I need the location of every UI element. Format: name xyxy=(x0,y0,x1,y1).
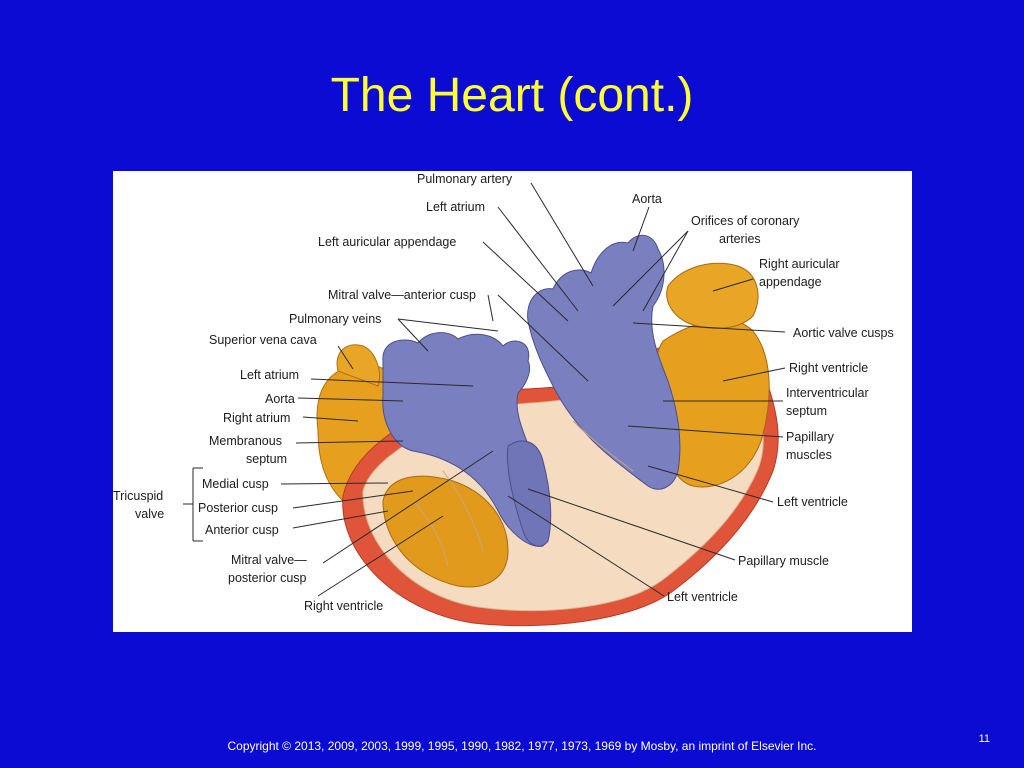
label-orifices-1: Orifices of coronary xyxy=(691,214,800,228)
label-interventricular-1: Interventricular xyxy=(786,386,869,400)
label-left-auricular-appendage: Left auricular appendage xyxy=(318,235,456,249)
label-pulmonary-artery: Pulmonary artery xyxy=(417,172,513,186)
label-aorta-left: Aorta xyxy=(265,392,295,406)
label-papillary-muscle: Papillary muscle xyxy=(738,554,829,568)
labels: Pulmonary artery Left atrium Left auricu… xyxy=(113,172,894,613)
label-interventricular-2: septum xyxy=(786,404,827,418)
copyright-notice: Copyright © 2013, 2009, 2003, 1999, 1995… xyxy=(227,739,817,753)
label-right-auricular-1: Right auricular xyxy=(759,257,840,271)
label-medial-cusp: Medial cusp xyxy=(202,477,269,491)
label-superior-vena-cava: Superior vena cava xyxy=(209,333,317,347)
heart-illustration: Pulmonary artery Left atrium Left auricu… xyxy=(113,172,894,627)
label-mitral-posterior-1: Mitral valve— xyxy=(231,553,307,567)
lower-ventricle-fat xyxy=(382,475,509,588)
label-membranous-1: Membranous xyxy=(209,434,282,448)
label-membranous-2: septum xyxy=(246,452,287,466)
label-orifices-2: arteries xyxy=(719,232,761,246)
superior-vena-cava-shape xyxy=(336,344,380,387)
label-posterior-cusp: Posterior cusp xyxy=(198,501,278,515)
label-left-ventricle-bottom: Left ventricle xyxy=(667,590,738,604)
label-mitral-posterior-2: posterior cusp xyxy=(228,571,307,585)
right-auricle-shape xyxy=(666,262,759,329)
left-atrium-shape xyxy=(382,332,549,547)
label-anterior-cusp: Anterior cusp xyxy=(205,523,279,537)
slide-number: 11 xyxy=(978,733,990,745)
label-papillary-2: muscles xyxy=(786,448,832,462)
label-papillary-1: Papillary xyxy=(786,430,835,444)
label-tricuspid-2: valve xyxy=(135,507,164,521)
label-aortic-valve-cusps: Aortic valve cusps xyxy=(793,326,894,340)
cavity-detail xyxy=(412,420,634,567)
label-left-ventricle-right: Left ventricle xyxy=(777,495,848,509)
heart-drawing xyxy=(316,234,779,627)
label-pulmonary-veins: Pulmonary veins xyxy=(289,312,381,326)
heart-diagram: Pulmonary artery Left atrium Left auricu… xyxy=(113,171,912,632)
leader-lines xyxy=(183,182,786,597)
slide-title: The Heart (cont.) xyxy=(330,69,694,122)
label-right-ventricle-bottom: Right ventricle xyxy=(304,599,383,613)
label-tricuspid-1: Tricuspid xyxy=(113,489,163,503)
label-right-ventricle: Right ventricle xyxy=(789,361,868,375)
label-right-auricular-2: appendage xyxy=(759,275,822,289)
label-right-atrium: Right atrium xyxy=(223,411,290,425)
label-aorta-top: Aorta xyxy=(632,192,662,206)
label-left-atrium: Left atrium xyxy=(240,368,299,382)
label-mitral-valve-anterior: Mitral valve—anterior cusp xyxy=(328,288,476,302)
label-left-atrium-top: Left atrium xyxy=(426,200,485,214)
